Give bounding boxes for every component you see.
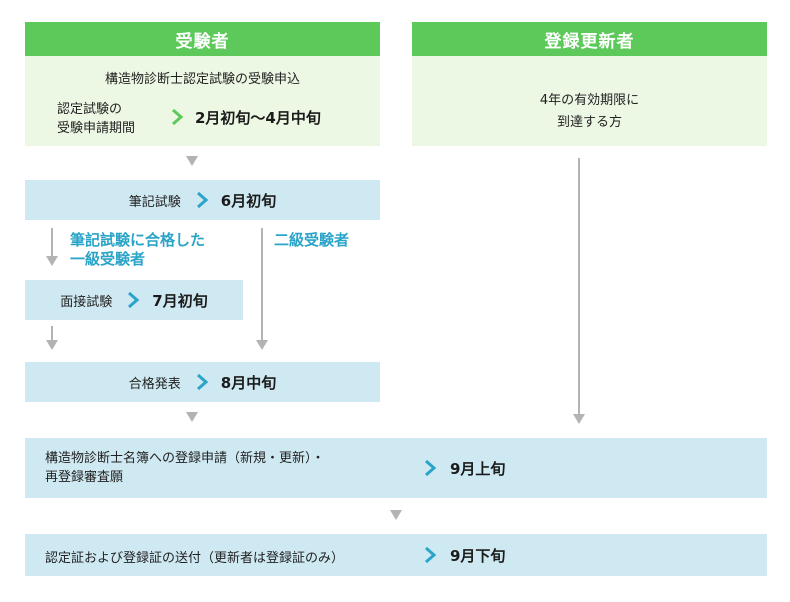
interview-box: 面接試験 7月初旬	[25, 280, 243, 320]
arrow-line	[578, 158, 580, 414]
arrow-line	[51, 326, 53, 340]
renewal-line1: 4年の有効期限に	[539, 93, 640, 108]
arrow-down	[186, 156, 198, 166]
arrow-down	[46, 340, 58, 350]
arrow-down	[573, 414, 585, 424]
passed-note-line1: 筆記試験に合格した	[70, 231, 206, 249]
arrow-line	[261, 228, 263, 340]
renewal-text: 4年の有効期限に 到達する方	[412, 90, 767, 134]
period-label-line1: 認定試験の	[57, 102, 123, 117]
renewal-box: 4年の有効期限に 到達する方	[412, 56, 767, 146]
registration-value: 9月上旬	[450, 460, 506, 478]
renewal-header: 登録更新者	[412, 22, 767, 56]
results-label: 合格発表	[128, 376, 181, 392]
renewal-line2: 到達する方	[556, 115, 622, 130]
examinee-header-label: 受験者	[175, 31, 230, 52]
arrow-down	[256, 340, 268, 350]
examinee-header: 受験者	[25, 22, 380, 56]
chevron-right-icon	[425, 546, 437, 564]
registration-box: 構造物診断士名簿への登録申請（新規・更新）・ 再登録審査願 9月上旬	[25, 438, 767, 498]
arrow-down	[46, 256, 58, 266]
period-label-line2: 受験申請期間	[57, 121, 136, 136]
application-title: 構造物診断士認定試験の受験申込	[104, 72, 300, 87]
application-period-value: 2月初旬〜4月中旬	[195, 109, 321, 127]
certificate-box: 認定証および登録証の送付（更新者は登録証のみ） 9月下旬	[25, 534, 767, 576]
renewal-header-label: 登録更新者	[544, 31, 635, 52]
grade2-note: 二級受験者	[274, 231, 350, 249]
application-period-label: 認定試験の 受験申請期間	[57, 100, 135, 138]
chevron-right-icon	[425, 459, 437, 477]
passed-note-line2: 一級受験者	[70, 250, 146, 268]
application-box: 構造物診断士認定試験の受験申込 認定試験の 受験申請期間 2月初旬〜4月中旬	[25, 56, 380, 146]
certificate-value: 9月下旬	[450, 547, 506, 565]
written-exam-box: 筆記試験 6月初旬	[25, 180, 380, 220]
arrow-down	[186, 412, 198, 422]
chevron-right-icon	[172, 108, 184, 126]
arrow-down	[390, 510, 402, 520]
certificate-label: 認定証および登録証の送付（更新者は登録証のみ）	[45, 551, 345, 566]
written-exam-label: 筆記試験	[128, 194, 181, 210]
arrow-line	[51, 228, 53, 256]
interview-label: 面接試験	[60, 294, 113, 310]
registration-text: 構造物診断士名簿への登録申請（新規・更新）・ 再登録審査願	[45, 449, 325, 487]
results-box: 合格発表 8月中旬	[25, 362, 380, 402]
registration-line1: 構造物診断士名簿への登録申請（新規・更新）・	[45, 451, 325, 466]
results-value: 8月中旬	[220, 373, 277, 392]
chevron-right-icon	[128, 291, 140, 309]
written-exam-value: 6月初旬	[220, 191, 277, 210]
passed-note: 筆記試験に合格した 一級受験者	[70, 231, 205, 269]
chevron-right-icon	[196, 373, 209, 391]
registration-line2: 再登録審査願	[45, 470, 124, 485]
interview-value: 7月初旬	[152, 291, 208, 310]
chevron-right-icon	[196, 191, 209, 209]
